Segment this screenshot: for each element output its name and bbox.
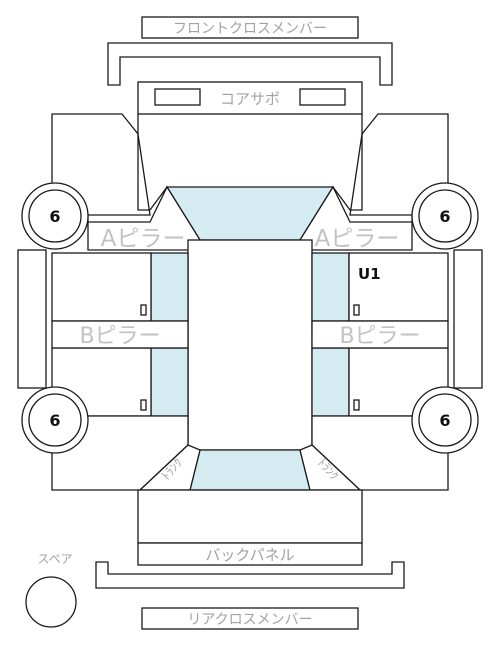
back-panel-label: バックパネル [205,546,294,564]
rear-left-window[interactable] [150,347,189,417]
rear-right-window[interactable] [311,347,350,417]
core-support[interactable]: コアサポ [137,81,363,115]
spare-tire-label: スペア [37,552,72,566]
rear-window[interactable] [189,449,311,491]
front-left-door-handle [140,304,147,316]
wheel-rear-left[interactable]: 6 [21,386,89,454]
front-right-door[interactable] [348,252,449,322]
front-bumper-frame[interactable] [107,42,393,86]
wheel-rear-right-value: 6 [439,411,450,430]
cowl-lines [137,134,363,211]
wheel-front-right[interactable]: 6 [411,182,479,250]
hood-panel[interactable] [137,114,363,134]
wheel-rear-left-value: 6 [49,411,60,430]
front-right-window[interactable] [311,252,350,322]
b-pillar-right-label: Bピラー [339,324,420,349]
rear-cross-member-label: リアクロスメンバー [187,612,312,628]
roof[interactable] [187,239,313,451]
a-pillar-left-label: Aピラー [101,226,186,252]
trunk-lid[interactable] [137,489,363,544]
back-panel[interactable]: バックパネル [137,542,363,566]
a-pillar-left[interactable]: Aピラー [87,185,201,252]
front-left-door[interactable] [51,252,152,322]
a-pillar-right[interactable]: Aピラー [299,185,413,252]
wheel-front-right-value: 6 [439,207,450,226]
b-pillar-right[interactable]: Bピラー [311,320,449,349]
front-left-window[interactable] [150,252,189,322]
core-support-label: コアサポ [220,90,280,108]
rear-bumper-frame[interactable] [95,561,405,589]
right-side-sill[interactable] [453,249,483,389]
damage-code-u1[interactable]: U1 [358,265,381,283]
spare-tire[interactable]: スペア [25,552,77,628]
left-side-sill[interactable] [17,249,47,389]
a-pillar-right-label: Aピラー [315,226,400,252]
rear-cross-member[interactable]: リアクロスメンバー [141,607,359,630]
left-headlight [154,88,201,106]
front-cross-member-label: フロントクロスメンバー [173,21,327,37]
wheel-front-left[interactable]: 6 [21,182,89,250]
rear-right-door-handle [353,399,360,411]
b-pillar-left-label: Bピラー [79,324,160,349]
front-right-door-handle [353,304,360,316]
front-cross-member[interactable]: フロントクロスメンバー [141,16,359,39]
wheel-front-left-value: 6 [49,207,60,226]
wheel-rear-right[interactable]: 6 [411,386,479,454]
rear-left-door-handle [140,399,147,411]
right-headlight [299,88,346,106]
b-pillar-left[interactable]: Bピラー [51,320,189,349]
